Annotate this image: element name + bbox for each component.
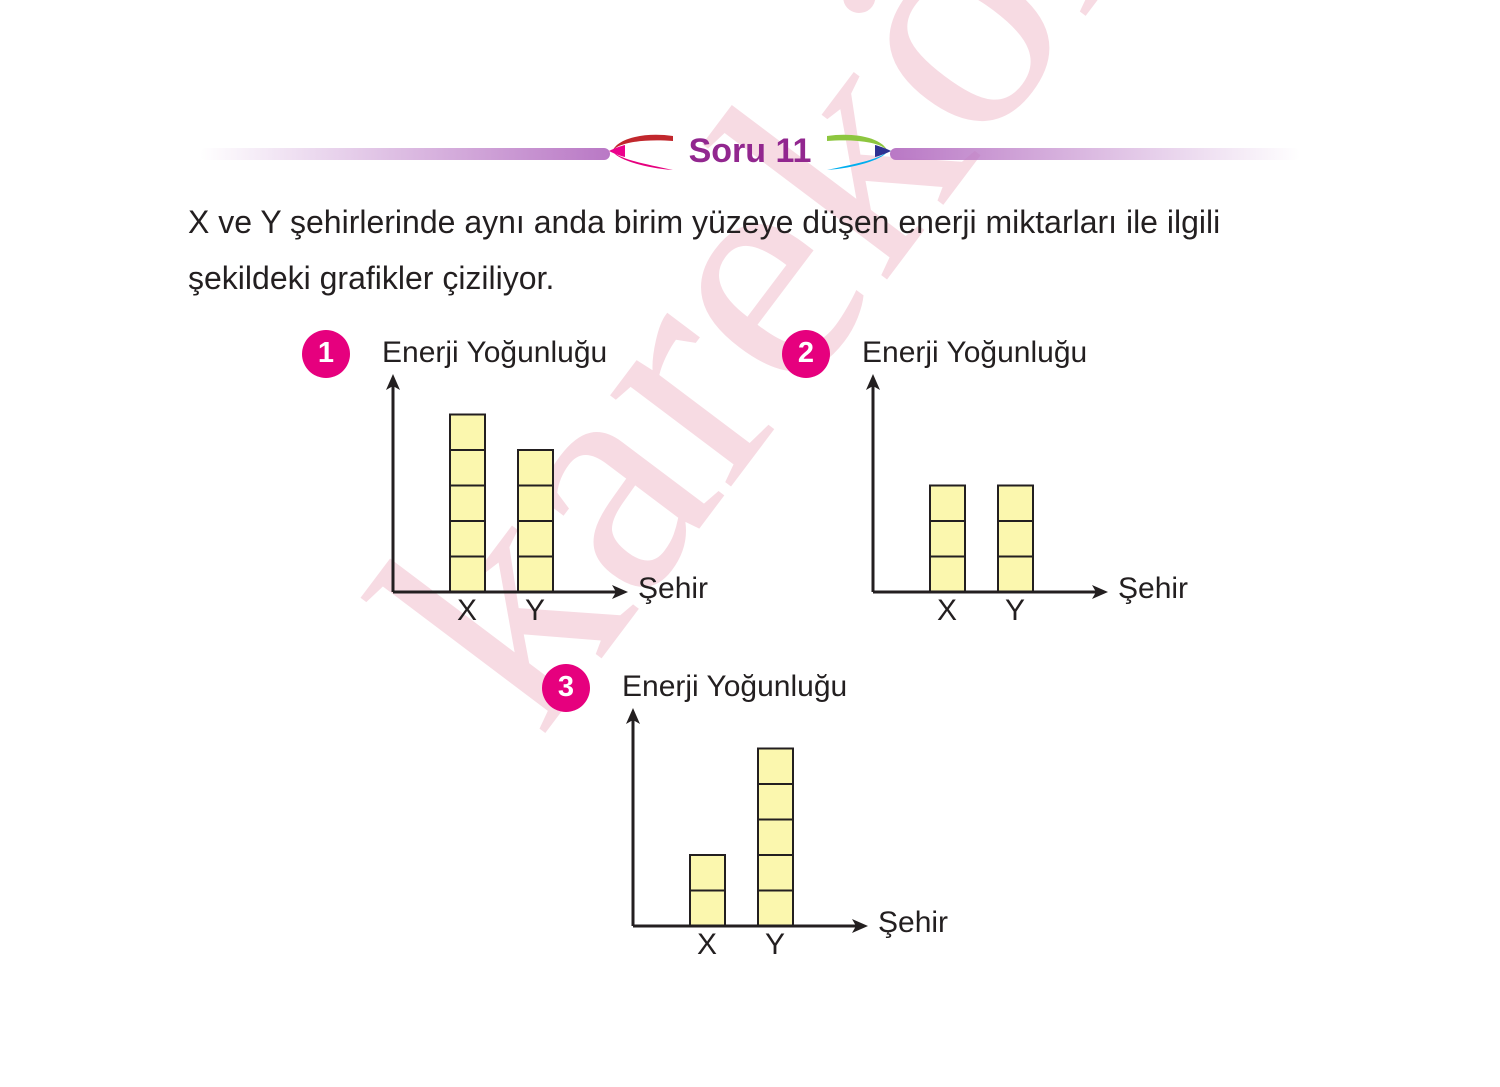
header-divider-left: [200, 148, 610, 160]
y-axis-arrow-icon: [866, 374, 880, 390]
y-axis-arrow-icon: [626, 708, 640, 724]
question-title: Soru 11: [688, 132, 812, 170]
bar-unit-square: [449, 413, 486, 451]
bar-y: [997, 484, 1034, 593]
header-divider-right: [890, 148, 1300, 160]
question-text: X ve Y şehirlerinde aynı anda birim yüze…: [188, 204, 1221, 296]
chart-2: 2 Enerji Yoğunluğu Şehir X Y: [780, 330, 1200, 640]
category-label-y: Y: [524, 594, 545, 627]
chart-3-plot: [626, 708, 868, 933]
chart-2-plot: [866, 374, 1108, 599]
bar-unit-square: [449, 484, 486, 522]
bar-x: [929, 484, 966, 593]
bar-unit-square: [517, 449, 554, 487]
bar-unit-square: [997, 555, 1034, 593]
bar-unit-square: [449, 520, 486, 558]
bar-unit-square: [929, 520, 966, 558]
bar-unit-square: [757, 783, 794, 821]
bar-unit-square: [997, 484, 1034, 522]
chart-number-badge: 2: [782, 330, 830, 378]
bar-unit-square: [449, 555, 486, 593]
bar-unit-square: [997, 520, 1034, 558]
chart-number-badge: 1: [302, 330, 350, 378]
y-axis-arrow-icon: [386, 374, 400, 390]
y-axis-label: Enerji Yoğunluğu: [622, 670, 848, 703]
x-axis-label: Şehir: [1118, 572, 1189, 605]
x-axis-arrow-icon: [852, 919, 868, 933]
bar-x: [449, 413, 486, 593]
bar-unit-square: [517, 555, 554, 593]
bar-unit-square: [929, 555, 966, 593]
left-swoosh-icon: [609, 134, 673, 170]
category-label-x: X: [456, 594, 477, 627]
bar-unit-square: [517, 484, 554, 522]
bar-x: [689, 854, 726, 927]
bar-unit-square: [757, 889, 794, 927]
bar-unit-square: [689, 854, 726, 892]
category-label-y: Y: [1004, 594, 1025, 627]
right-swoosh-icon: [827, 134, 891, 170]
bar-unit-square: [757, 818, 794, 856]
bar-unit-square: [689, 889, 726, 927]
category-label-x: X: [936, 594, 957, 627]
x-axis-label: Şehir: [878, 906, 949, 939]
category-label-x: X: [696, 928, 717, 961]
bar-y: [757, 747, 794, 927]
bar-unit-square: [517, 520, 554, 558]
y-axis-label: Enerji Yoğunluğu: [862, 336, 1088, 369]
category-label-y: Y: [764, 928, 785, 961]
chart-1-plot: [386, 374, 628, 599]
x-axis-label: Şehir: [638, 572, 709, 605]
chart-1: 1 Enerji Yoğunluğu Şehir X Y: [300, 330, 720, 640]
chart-number-badge: 3: [542, 664, 590, 712]
chart-3: 3 Enerji Yoğunluğu Şehir X Y: [540, 664, 960, 974]
x-axis-arrow-icon: [612, 585, 628, 599]
bar-unit-square: [449, 449, 486, 487]
y-axis-label: Enerji Yoğunluğu: [382, 336, 608, 369]
bar-unit-square: [929, 484, 966, 522]
bar-unit-square: [757, 854, 794, 892]
bar-unit-square: [757, 747, 794, 785]
bar-y: [517, 449, 554, 593]
x-axis-arrow-icon: [1092, 585, 1108, 599]
